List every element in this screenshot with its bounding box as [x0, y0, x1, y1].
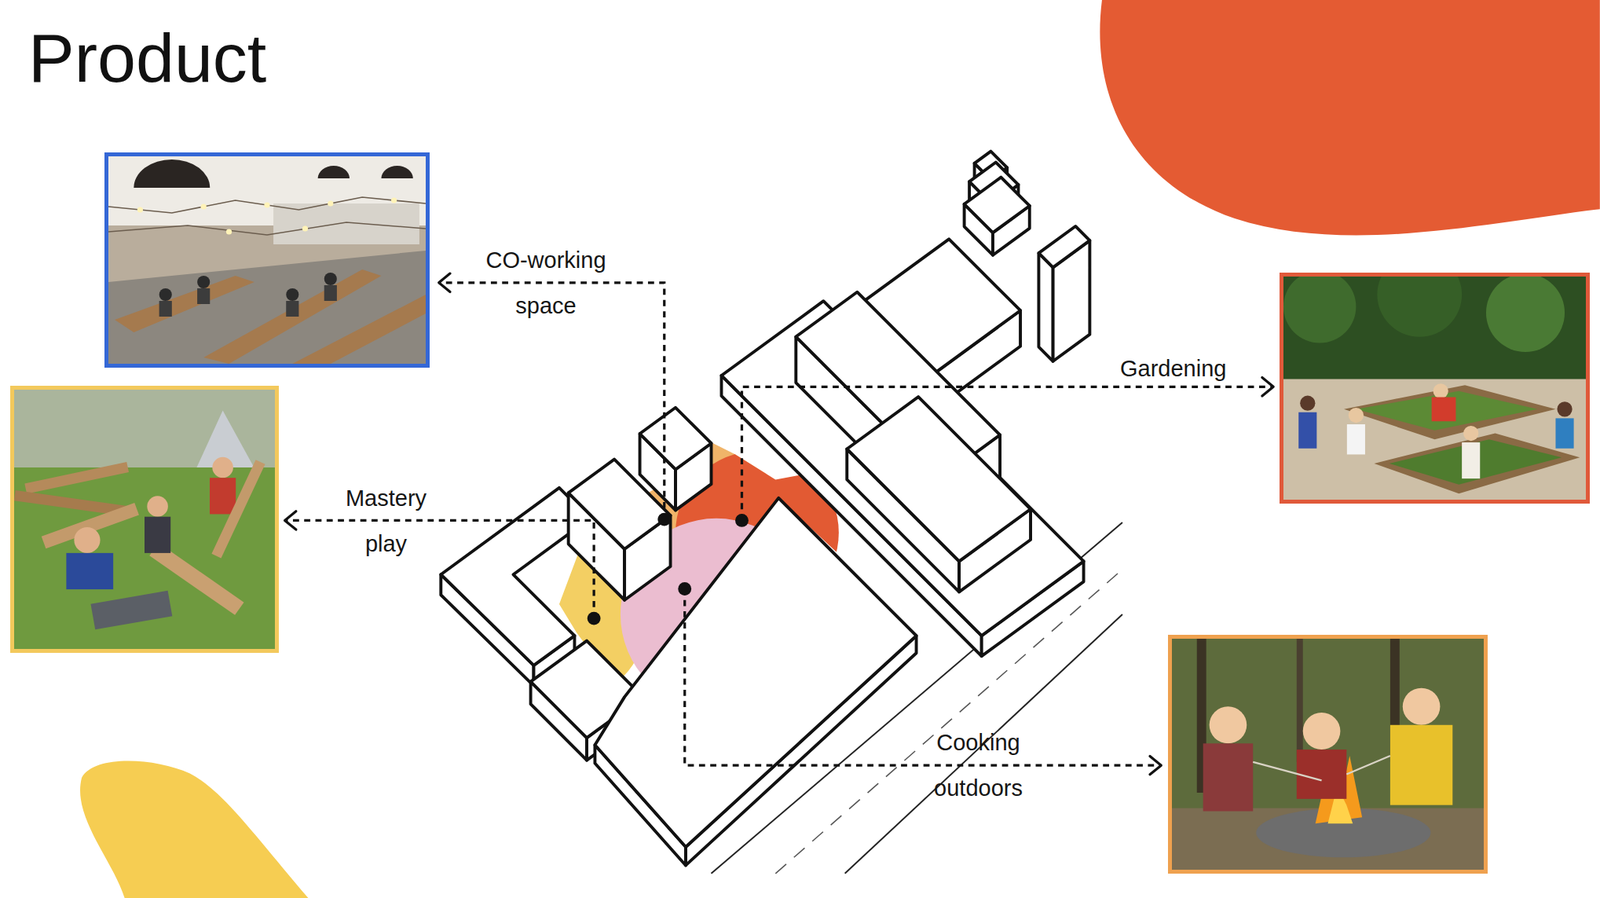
child [209, 477, 236, 514]
bulb [201, 203, 207, 209]
decor-blob [1099, 0, 1600, 235]
child [146, 495, 169, 517]
child [1209, 706, 1248, 744]
arrow-head [439, 273, 451, 292]
tree [1283, 276, 1356, 343]
callout-label: Cooking outdoors [913, 719, 1044, 811]
photo-illustration [14, 389, 275, 649]
child [1556, 417, 1575, 448]
photo-illustration [1171, 638, 1484, 870]
child [1461, 442, 1480, 479]
table [292, 294, 426, 364]
callout-label: Mastery play [333, 475, 440, 567]
plank [211, 459, 265, 558]
plants [1389, 439, 1562, 485]
child [1296, 749, 1348, 799]
park [14, 389, 275, 468]
leader-lines [285, 273, 1275, 775]
building-massing [440, 151, 1090, 866]
person [285, 300, 299, 317]
photo-frame [10, 385, 279, 653]
arrow-head [285, 511, 297, 530]
decor-blob [80, 761, 308, 898]
child [1298, 412, 1317, 449]
person [159, 288, 173, 301]
arrow-head [1149, 755, 1161, 774]
building-roof [1038, 226, 1090, 268]
child [1348, 407, 1364, 423]
photo-frame [1167, 634, 1488, 874]
bulb [391, 197, 397, 203]
callout-label: Gardening [1120, 355, 1227, 382]
stick [1346, 755, 1391, 775]
garden-bed [1343, 384, 1557, 440]
woods [1171, 638, 1484, 870]
adult [1433, 383, 1449, 399]
child [1556, 401, 1572, 417]
bulb [263, 201, 270, 208]
callout-label: CO-working space [467, 237, 625, 329]
bulb [137, 206, 143, 213]
string-lights [108, 197, 426, 213]
child [1347, 424, 1366, 455]
person [324, 272, 337, 286]
building-roof [964, 177, 1030, 234]
leader-line [285, 519, 595, 619]
string-lights [108, 222, 426, 235]
slide-title: Product [28, 20, 267, 97]
stick [1252, 761, 1322, 781]
person [197, 275, 210, 289]
photo-frame [104, 152, 430, 368]
person [159, 300, 173, 317]
photo-frame [1279, 272, 1590, 504]
lamp [380, 165, 413, 179]
grass [14, 389, 275, 649]
child [73, 527, 100, 553]
location-dot [735, 513, 749, 528]
child [1463, 425, 1479, 441]
child [1390, 724, 1453, 806]
plants [1355, 391, 1538, 431]
photo-illustration [108, 156, 426, 364]
tree-trunk [1296, 638, 1304, 762]
child [144, 516, 171, 553]
table [114, 275, 255, 333]
person [324, 285, 337, 301]
building-face [1038, 252, 1053, 362]
tree [1376, 276, 1462, 337]
child [1203, 743, 1254, 811]
floor [108, 250, 426, 364]
board [90, 590, 173, 630]
child [65, 552, 114, 590]
child [212, 457, 234, 478]
leader-line [741, 386, 1274, 520]
bulb [302, 225, 308, 231]
room [108, 156, 426, 364]
garden-bed [1374, 433, 1581, 495]
arrow-head [1262, 377, 1274, 396]
building-roof [640, 407, 712, 470]
child [1299, 395, 1315, 411]
leader-line [684, 588, 1162, 766]
location-dot [657, 512, 671, 527]
tree [1486, 276, 1565, 352]
bulb [226, 228, 232, 235]
location-dot [677, 582, 692, 596]
child [1402, 688, 1441, 725]
adult [1431, 397, 1457, 422]
plank [24, 461, 129, 494]
location-dot [587, 611, 601, 626]
lamp [133, 159, 210, 188]
building-roof [594, 497, 916, 847]
person [285, 288, 299, 301]
photo-illustration [1283, 276, 1586, 500]
person [197, 288, 210, 304]
lamp [318, 165, 350, 179]
building-roof [846, 396, 1031, 561]
bulb [327, 200, 334, 206]
child [1303, 712, 1341, 750]
